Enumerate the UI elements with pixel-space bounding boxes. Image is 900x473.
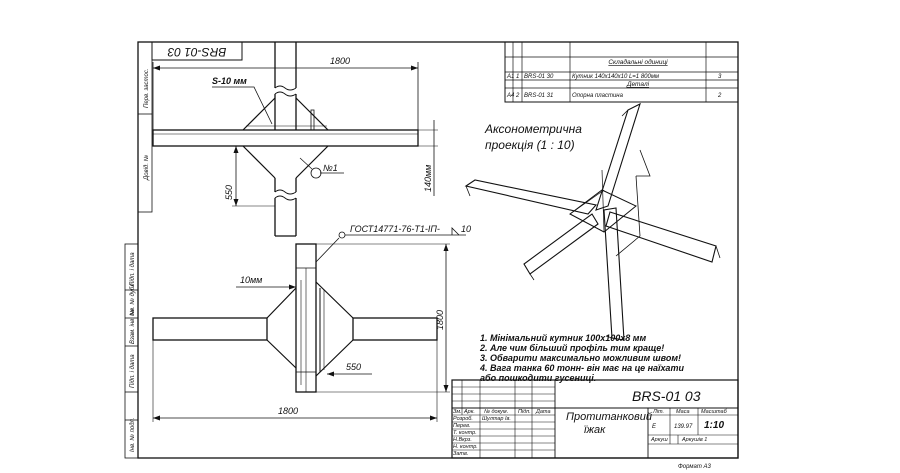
front-view: ГОСТ14771-76-Т1-ІП- 10 10мм 1800 550 180… xyxy=(152,224,471,422)
top-dim-arm: 550 xyxy=(224,185,234,200)
svg-text:Н. контр.: Н. контр. xyxy=(453,444,478,450)
top-view: 1800 S-10 мм 550 140мм xyxy=(152,42,438,237)
note-item: 1. Мінімальний кутник 100х100х8 мм xyxy=(480,333,646,343)
product-name: Протитанковий xyxy=(566,411,652,423)
svg-text:Аркуш: Аркуш xyxy=(650,437,668,443)
sheet-frame xyxy=(124,41,739,459)
top-dim-height: 140мм xyxy=(423,165,433,192)
sidebar-labels: Перв. застос. Довід. № Підп. і дата Інв.… xyxy=(129,69,150,452)
svg-text:3: 3 xyxy=(718,74,722,80)
svg-text:2: 2 xyxy=(717,93,722,99)
svg-text:Затв.: Затв. xyxy=(453,451,468,457)
top-dim-width: 1800 xyxy=(330,56,350,66)
svg-text:Підп.: Підп. xyxy=(518,409,531,415)
note-item: 4. Вага танка 60 тонн- він має на це наї… xyxy=(479,363,684,373)
svg-text:Н.Вкрз.: Н.Вкрз. xyxy=(453,437,472,443)
front-dim-width: 1800 xyxy=(278,406,298,416)
svg-text:BRS-01 30: BRS-01 30 xyxy=(524,74,554,80)
svg-text:Кутник 140х140х10 L=1 800мм: Кутник 140х140х10 L=1 800мм xyxy=(572,74,659,80)
specification-table: Складальні одиниці А1 1 BRS-01 30 Кутник… xyxy=(504,41,739,103)
axonometric-title: Аксонометрична xyxy=(484,122,582,136)
weld-size-note: S-10 мм xyxy=(212,76,247,86)
front-dim-height: 1800 xyxy=(435,310,445,330)
svg-text:Опорна пластина: Опорна пластина xyxy=(572,93,624,99)
lit-value: Е xyxy=(652,424,657,430)
svg-text:№ докум.: № докум. xyxy=(484,409,508,415)
product-name-line2: їжак xyxy=(584,424,606,436)
weld-leg-size: 10 xyxy=(461,224,471,234)
title-block-code: BRS-01 03 xyxy=(632,388,701,404)
axonometric-subtitle: проекція (1 : 10) xyxy=(485,138,575,152)
technical-notes: 1. Мінімальний кутник 100х100х8 мм 2. Ал… xyxy=(479,333,684,383)
svg-text:Т. контр.: Т. контр. xyxy=(453,430,477,436)
svg-text:BRS-01 31: BRS-01 31 xyxy=(524,93,553,99)
developer-name: Шултар Ів. xyxy=(482,416,511,422)
svg-text:Аркушів 1: Аркушів 1 xyxy=(681,437,707,443)
spec-section-parts: Деталі xyxy=(626,80,650,88)
spec-section-units: Складальні одиниці xyxy=(608,58,668,66)
mass-value: 139.97 xyxy=(674,424,693,430)
note-item: 3. Обварити максимально можливим швом! xyxy=(480,353,681,363)
position-balloon xyxy=(310,167,322,179)
svg-text:2: 2 xyxy=(515,93,520,99)
weld-standard-note: ГОСТ14771-76-Т1-ІП- xyxy=(350,224,440,234)
note-item: або пошкодити гусениці. xyxy=(480,373,596,383)
svg-text:Перев.: Перев. xyxy=(453,423,471,429)
sidebar-label: Інв. № подл. xyxy=(129,417,136,452)
svg-text:А4: А4 xyxy=(506,93,515,99)
axonometric-view: Аксонометрична проекція (1 : 10) xyxy=(464,102,721,341)
sidebar-label: Підп. і дата xyxy=(130,354,136,388)
svg-text:Літ.: Літ. xyxy=(652,409,664,415)
sidebar-label: Довід. № xyxy=(143,154,150,181)
scale-value: 1:10 xyxy=(704,420,724,431)
sidebar-label: Підп. і дата xyxy=(130,252,136,286)
svg-text:А1: А1 xyxy=(506,74,514,80)
note-item: 2. Але чим більший профіль тим краще! xyxy=(479,343,664,353)
front-dim-arm: 550 xyxy=(346,362,361,372)
drawing-code-rotated: BRS-01 03 xyxy=(151,41,243,61)
svg-text:Зм.: Зм. xyxy=(453,409,462,415)
plate-thickness-dim: 10мм xyxy=(240,275,262,285)
balloon-label: №1 xyxy=(323,163,338,173)
svg-text:Масштаб: Масштаб xyxy=(701,409,728,415)
sidebar-label: Взам. інв. № xyxy=(129,308,136,344)
sidebar-label: Перв. застос. xyxy=(144,69,150,108)
svg-text:BRS-01 03: BRS-01 03 xyxy=(167,45,226,59)
svg-text:Маса: Маса xyxy=(676,409,690,415)
svg-text:Арк.: Арк. xyxy=(463,409,475,415)
title-block: BRS-01 03 Зм. Арк. № докум. Підп. Дата Р… xyxy=(451,379,739,459)
svg-text:Дата: Дата xyxy=(535,409,551,415)
format-label: Формат А3 xyxy=(678,464,711,470)
svg-text:1: 1 xyxy=(516,74,519,80)
sidebar-label: Інв. № дубл. xyxy=(129,282,136,316)
svg-text:Розроб.: Розроб. xyxy=(453,416,473,422)
